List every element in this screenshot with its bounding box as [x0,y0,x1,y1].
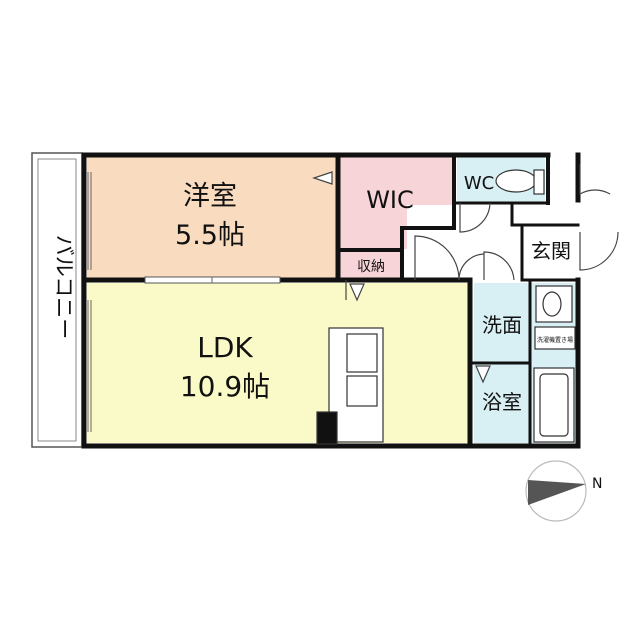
western-room-size: 5.5帖 [175,220,245,251]
compass-arrow-icon [528,480,586,505]
western-room-name: 洋室 [183,181,237,212]
washroom-label: 洗面 [482,313,522,337]
balcony-label: バルコニー [52,235,76,340]
toilet-fixture [495,169,545,195]
bathroom-label: 浴室 [482,390,522,414]
wic-label: WIC [366,186,414,214]
balcony: バルコニー [31,152,83,448]
bathtub [533,367,575,443]
western-room-area [87,157,336,278]
compass-north-label: N [592,476,602,492]
kitchen-counter [316,327,384,445]
doors [312,164,619,384]
ldk-size: 10.9帖 [180,370,270,403]
washer-label: 洗濯機置き場 [537,336,573,344]
wc-label: WC [464,173,494,194]
washroom-fixtures [534,285,576,350]
storage-label: 収納 [357,259,385,275]
windows [87,172,281,432]
entrance-label: 玄関 [531,239,571,263]
compass: N [525,460,602,522]
ldk-area [87,283,468,443]
ldk-label: LDK [197,331,253,364]
hall-area [407,205,522,280]
storage-area [340,252,402,278]
